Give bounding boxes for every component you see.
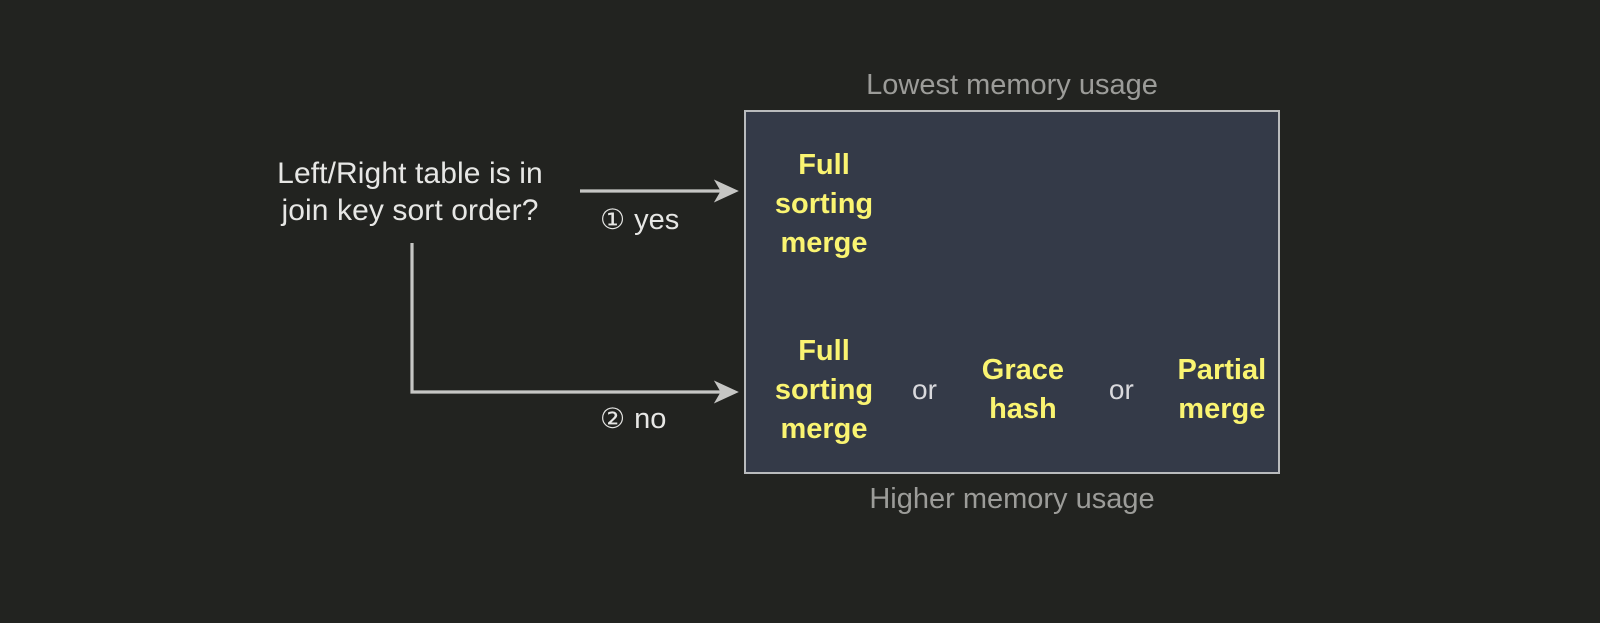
branch-marker-1: ① bbox=[600, 203, 626, 236]
option-line: Partial bbox=[1177, 354, 1267, 386]
decision-question: Left/Right table is in join key sort ord… bbox=[200, 155, 620, 229]
option-line: Full bbox=[798, 334, 850, 367]
option-separator-1: or bbox=[912, 374, 937, 405]
option-full-sorting-merge-sorted: Full sorting merge bbox=[758, 146, 890, 263]
option-partial-merge: Partial merge bbox=[1156, 351, 1288, 429]
option-full-sorting-merge-unsorted: Full sorting merge bbox=[758, 332, 890, 449]
option-line: merge bbox=[780, 226, 868, 259]
caption-lowest-memory: Lowest memory usage bbox=[866, 69, 1158, 101]
option-line: Full bbox=[798, 148, 850, 181]
outcome-row-sorted: Full sorting merge bbox=[746, 134, 1290, 274]
option-line: sorting bbox=[774, 373, 874, 406]
branch-marker-2: ② bbox=[600, 402, 626, 435]
option-line: merge bbox=[780, 412, 868, 445]
option-line: sorting bbox=[774, 187, 874, 220]
option-line: hash bbox=[989, 393, 1057, 425]
outcome-row-unsorted: Full sorting merge or Grace hash or Part… bbox=[746, 320, 1290, 460]
option-line: merge bbox=[1178, 393, 1266, 425]
caption-higher-memory: Higher memory usage bbox=[869, 483, 1155, 515]
option-separator-2: or bbox=[1108, 374, 1134, 405]
question-line-2: join key sort order? bbox=[281, 194, 539, 227]
connector-no bbox=[410, 243, 739, 404]
option-grace-hash: Grace hash bbox=[959, 351, 1087, 429]
question-line-1: Left/Right table is in bbox=[277, 157, 543, 190]
branch-text-no: no bbox=[634, 403, 667, 435]
branch-text-yes: yes bbox=[634, 204, 680, 236]
outcome-box: Full sorting merge Full sorting merge or… bbox=[744, 110, 1280, 474]
option-line: Grace bbox=[981, 354, 1065, 386]
